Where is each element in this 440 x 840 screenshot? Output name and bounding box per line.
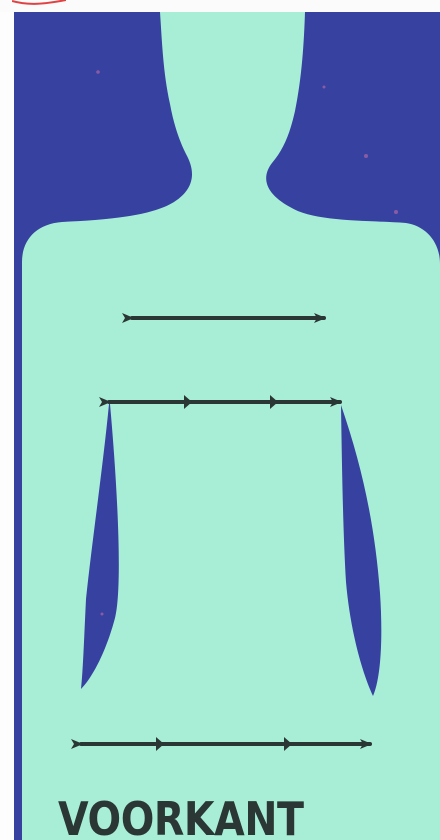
front-body-svg [14,12,440,840]
scan-speck [323,86,326,89]
scan-speck [101,613,104,616]
red-mark-line [12,0,66,4]
voorkant-label: VOORKANT [58,797,348,840]
scan-speck [394,210,398,214]
page-margin [0,0,440,12]
scan-speck [96,70,100,74]
red-scan-mark [12,0,66,5]
body-measurement-diagram [14,12,440,840]
scan-speck [364,154,368,158]
